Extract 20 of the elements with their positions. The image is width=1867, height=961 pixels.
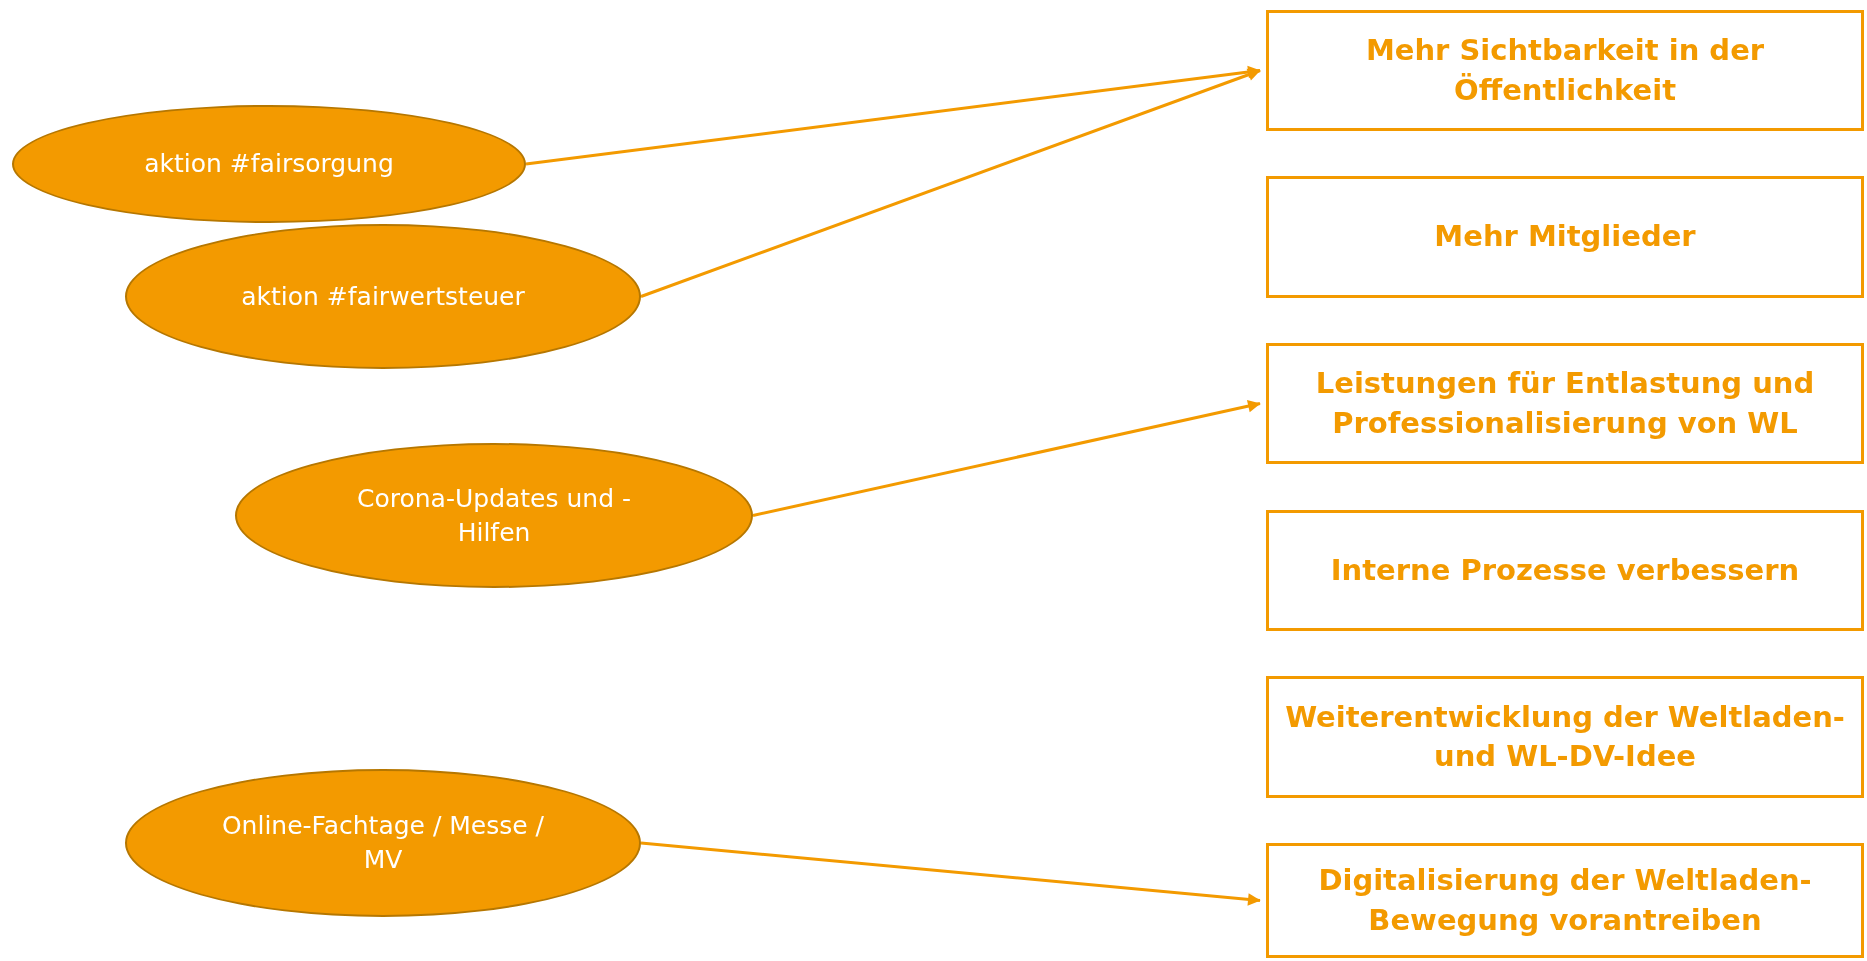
arrow	[640, 841, 1261, 906]
goal-box	[1266, 676, 1864, 798]
goal-label: Digitalisierung der Weltladen-Bewegung vorantreiben	[1317, 862, 1813, 939]
activity-label: Online-Fachtage / Messe / MV	[220, 810, 546, 876]
activity-label: aktion #fairwertsteuer	[241, 280, 525, 313]
goal-label: Weiterentwicklung der Weltladen- und WL-DV-Idee	[1284, 698, 1846, 775]
goal-box	[1266, 176, 1864, 298]
arrow	[525, 65, 1261, 166]
goal-label: Interne Prozesse verbessern	[1330, 551, 1800, 589]
goal-box	[1266, 343, 1864, 464]
goal-label: Leistungen für Entlastung und Professionalisierung von WL	[1314, 365, 1816, 442]
goal-box	[1266, 510, 1864, 631]
goal-label: Mehr Mitglieder	[1434, 218, 1696, 256]
arrow	[640, 68, 1261, 298]
goal-box	[1266, 10, 1864, 131]
goal-box	[1266, 843, 1864, 958]
activity-label: aktion #fairsorgung	[144, 148, 394, 181]
goal-label: Mehr Sichtbarkeit in der Öffentlichkeit	[1364, 32, 1766, 109]
activity-label: Corona-Updates und -Hilfen	[356, 482, 632, 549]
arrow	[752, 399, 1261, 517]
